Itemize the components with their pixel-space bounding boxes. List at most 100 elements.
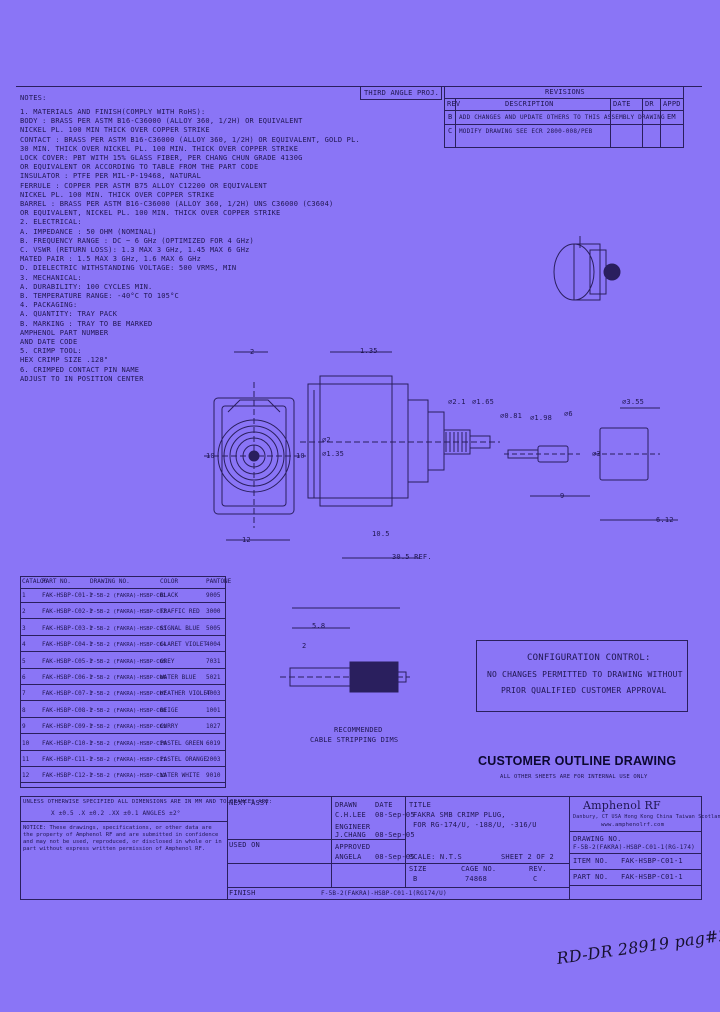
part-table-cell-color: PASTEL ORANGE xyxy=(160,756,207,763)
note-line: OR EQUIVALENT, NICKEL PL. 100 MIN. THICK… xyxy=(20,209,281,218)
note-line: 5. CRIMP TOOL: xyxy=(20,347,82,356)
part-table-cell-dwg: F-5B-2 (FAKRA)-HSBP-C01 xyxy=(90,593,167,599)
rev-col-desc: DESCRIPTION xyxy=(505,100,554,108)
dim-5-8: 5.8 xyxy=(312,622,326,630)
dim-2: 2 xyxy=(250,348,255,356)
notice-text: NOTICE: These drawings, specifications, … xyxy=(23,825,222,852)
dim-1-35: 1.35 xyxy=(360,347,378,355)
config-line-2: NO CHANGES PERMITTED TO DRAWING WITHOUT xyxy=(487,670,683,679)
part-table-cell-dwg: F-5B-2 (FAKRA)-HSBP-C02 xyxy=(90,609,167,616)
approved-name: ANGELA xyxy=(335,853,362,861)
part-table-cell-dwg: F-5B-2 (FAKRA)-HSBP-C08 xyxy=(90,707,167,714)
note-line: LOCK COVER: PBT WITH 15% GLASS FIBER, PE… xyxy=(20,154,303,162)
part-table-cell-n: 7 xyxy=(22,690,26,698)
strip-label-2: CABLE STRIPPING DIMS xyxy=(310,736,399,744)
third-angle-box: THIRD ANGLE PROJ. xyxy=(360,86,442,100)
size-value: B xyxy=(413,875,418,883)
drawn-date-label: DATE xyxy=(375,801,393,809)
part-table-cell-pms: 4004 xyxy=(206,641,221,649)
configuration-control-box: CONFIGURATION CONTROL: NO CHANGES PERMIT… xyxy=(476,640,688,712)
company-web: www.amphenolrf.com xyxy=(601,822,665,828)
title-label: TITLE xyxy=(409,801,432,809)
dim-10a: 10 xyxy=(206,452,215,460)
dim-30-5: 30.5 REF. xyxy=(392,553,432,561)
part-table-cell-color: CLARET VIOLET xyxy=(160,641,207,649)
dim-dia6: ⌀6 xyxy=(564,410,573,418)
rev-col-date: DATE xyxy=(613,100,631,108)
customer-outline-title: CUSTOMER OUTLINE DRAWING xyxy=(478,754,677,768)
part-table-cell-color: WATER BLUE xyxy=(160,674,197,681)
part-table-cell-n: 12 xyxy=(22,772,30,780)
title-line-1: FAKRA SMB CRIMP PLUG, xyxy=(413,811,506,819)
part-table-cell-color: PASTEL GREEN xyxy=(160,739,204,747)
note-line: FERRULE : COPPER PER ASTM B75 ALLOY C122… xyxy=(20,181,268,190)
note-line: A. QUANTITY: TRAY PACK xyxy=(20,310,118,319)
note-line: A. DURABILITY: 100 CYCLES MIN. xyxy=(20,282,153,291)
company-address: Danbury, CT USA Hong Kong China Taiwan S… xyxy=(573,814,720,820)
dim-dia081: ⌀0.81 xyxy=(500,412,523,420)
rev-col-appd: APPD xyxy=(663,100,681,108)
part-table-cell-color: WATER WHITE xyxy=(160,772,200,780)
note-line: HEX CRIMP SIZE .128" xyxy=(20,356,109,365)
note-line: 1. MATERIALS AND FINISH(COMPLY WITH RoHS… xyxy=(20,108,206,116)
part-table-header-cell: PART NO. xyxy=(42,578,71,585)
finish-label: FINISH xyxy=(229,889,256,897)
note-line: CONTACT : BRASS PER ASTM B16-C36000 (ALL… xyxy=(20,135,360,144)
ferrule-view xyxy=(599,427,649,481)
company-name: Amphenol RF xyxy=(583,799,661,812)
frame-top-line xyxy=(16,86,702,87)
rev-col-rev: REV xyxy=(447,100,461,108)
part-table-cell-pms: 5005 xyxy=(206,624,221,632)
rev-col-dr: DR xyxy=(645,100,654,108)
dim-dia198: ⌀1.98 xyxy=(530,414,553,422)
note-line: B. TEMPERATURE RANGE: -40°C TO 105°C xyxy=(20,292,179,300)
part-table-cell-dwg: F-5B-2 (FAKRA)-HSBP-C09 xyxy=(90,724,167,731)
part-table-cell-n: 2 xyxy=(22,608,26,616)
part-table-cell-part: FAK-HSBP-C10-1 xyxy=(42,739,93,747)
part-table-cell-pms: 1027 xyxy=(206,723,221,731)
part-table-header-cell: DRAWING NO. xyxy=(90,578,130,585)
note-line: B. FREQUENCY RANGE : DC ~ 6 GHz (OPTIMIZ… xyxy=(20,236,254,245)
part-table-cell-color: BEIGE xyxy=(160,706,179,714)
part-table-cell-dwg: F-5B-2 (FAKRA)-HSBP-C07 xyxy=(90,691,167,698)
note-line: NICKEL PL. 100 MIN. THICK OVER COPPER ST… xyxy=(20,190,215,199)
note-line: INSULATOR : PTFE PER MIL-P-19468, NATURA… xyxy=(20,172,201,181)
customer-outline-sub: ALL OTHER SHEETS ARE FOR INTERNAL USE ON… xyxy=(500,774,648,780)
part-table-cell-dwg: F-5B-2 (FAKRA)-HSBP-C10 xyxy=(90,740,167,747)
part-no: FAK-HSBP-C01-1 xyxy=(621,873,683,881)
part-table-cell-n: 11 xyxy=(22,756,30,763)
part-table-cell-pms: 7031 xyxy=(206,657,221,665)
revisions-block: REVISIONS REV DESCRIPTION DATE DR APPD B… xyxy=(444,86,684,148)
part-table-cell-color: SIGNAL BLUE xyxy=(160,624,200,632)
rev-b-appd: EM xyxy=(667,113,676,121)
dim-dia3: ⌀3 xyxy=(592,450,601,458)
title-line-2: FOR RG-174/U, -188/U, -316/U xyxy=(413,821,537,829)
strip-label-1: RECOMMENDED xyxy=(334,726,383,734)
third-angle-label: THIRD ANGLE PROJ. xyxy=(364,89,440,97)
config-line-3: PRIOR QUALIFIED CUSTOMER APPROVAL xyxy=(501,686,667,695)
note-line: NICKEL PL. 100 MIN THICK OVER COPPER STR… xyxy=(20,126,210,135)
note-line: A. IMPEDANCE : 50 OHM (NOMINAL) xyxy=(20,227,157,236)
part-table-cell-pms: 9005 xyxy=(206,592,221,599)
tolerance-values: X ±0.5 .X ±0.2 .XX ±0.1 ANGLES ±2° xyxy=(51,810,181,817)
rev-b-desc: ADD CHANGES AND UPDATE OTHERS TO THIS AS… xyxy=(459,114,665,121)
part-table-cell-dwg: F-5B-2 (FAKRA)-HSBP-C03 xyxy=(90,625,167,632)
part-table-cell-part: FAK-HSBP-C09-1 xyxy=(42,723,93,731)
part-table-cell-part: FAK-HSBP-C08-1 xyxy=(42,706,93,714)
drawn-date: 08-Sep-05 xyxy=(375,811,415,819)
part-table-cell-color: HEATHER VIOLET xyxy=(160,690,211,698)
approved-date: 08-Sep-05 xyxy=(375,853,415,861)
part-table-cell-part: FAK-HSBP-C01-1 xyxy=(42,592,93,599)
note-line: 2. ELECTRICAL: xyxy=(20,218,82,227)
part-table-cell-dwg: F-5B-2 (FAKRA)-HSBP-C05 xyxy=(90,658,167,665)
